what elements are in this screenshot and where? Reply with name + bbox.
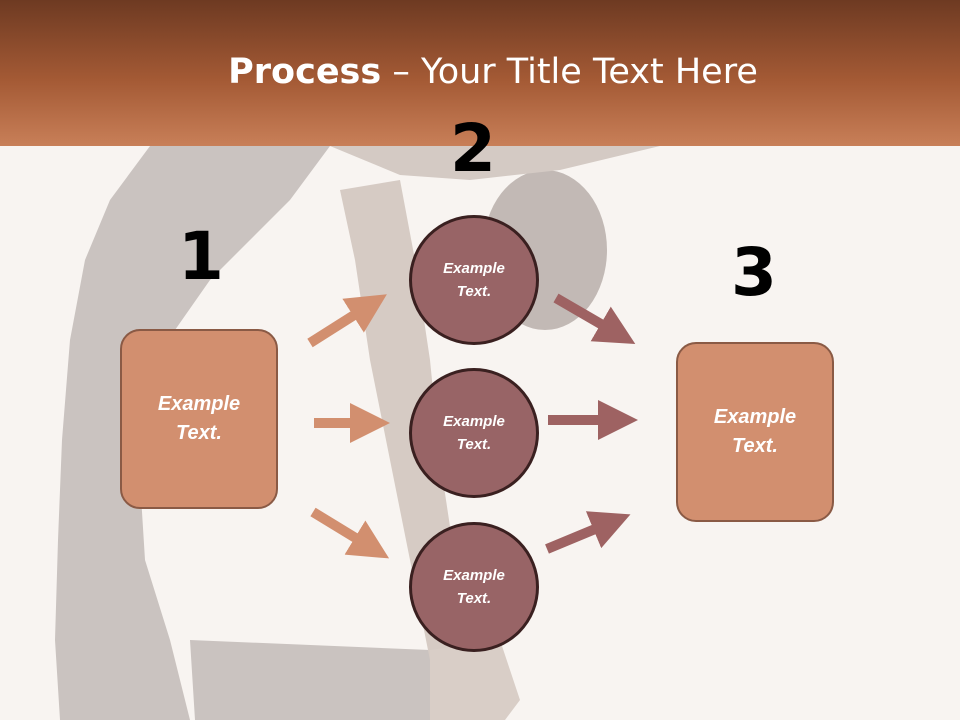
step-number-3: 3 bbox=[731, 234, 777, 311]
step-number-1: 1 bbox=[178, 218, 224, 295]
step-number-2: 2 bbox=[450, 110, 496, 187]
arrow-to-top-circle bbox=[307, 294, 387, 348]
arrow-from-bottom-circle bbox=[545, 511, 631, 554]
header-banner bbox=[0, 0, 960, 146]
title-rest: – Your Title Text Here bbox=[381, 52, 758, 92]
title-bold: Process bbox=[228, 52, 382, 92]
slide-title: Process – Your Title Text Here bbox=[0, 52, 960, 92]
arrow-from-top-circle bbox=[553, 293, 636, 345]
arrow-to-bottom-circle bbox=[310, 507, 390, 559]
